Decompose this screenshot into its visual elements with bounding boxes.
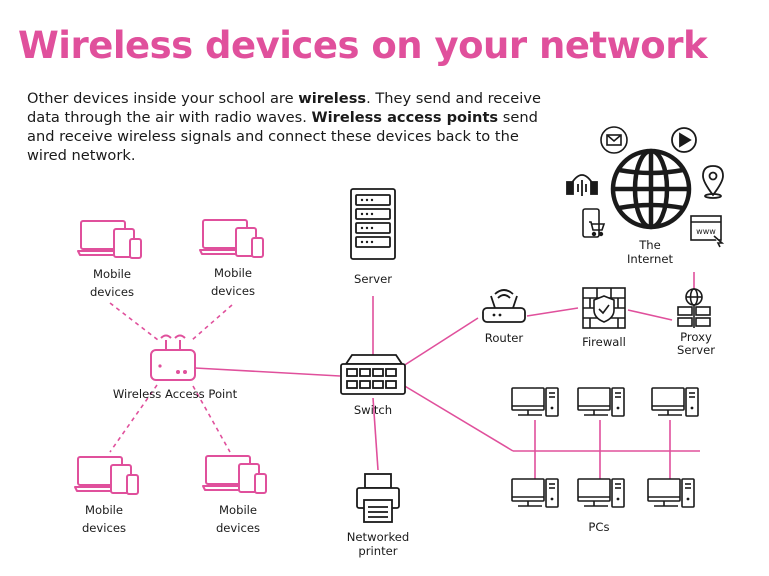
web-browser-icon: www [690,215,725,248]
line-router-firewall [526,307,579,317]
mobile-devices-top-left: Mobile devices [77,220,142,299]
pc-icon [577,387,625,417]
svg-text:Mobile: Mobile [85,503,123,517]
svg-text:Mobile: Mobile [93,267,131,281]
pc-icon [577,478,625,508]
server: Server [350,188,396,286]
podcast-icon [566,174,598,196]
line-switch-router [399,317,479,369]
printer-icon [356,473,400,523]
line-firewall-proxy [627,309,673,321]
mobile-devices-bottom-left: Mobile devices [74,456,139,535]
svg-text:Server: Server [354,272,392,286]
intro-paragraph: Other devices inside your school are wir… [27,89,547,165]
pcs: PCs [511,387,699,534]
svg-text:Mobile: Mobile [219,503,257,517]
switch: Switch [340,354,406,417]
pc-icon [511,478,559,508]
email-icon [600,126,628,154]
networked-printer: Networked printer [347,473,410,558]
intro-bold-wireless: wireless [298,90,367,107]
svg-text:printer: printer [358,544,397,558]
svg-text:Mobile: Mobile [214,266,252,280]
line-switch-printer [372,397,379,471]
svg-text:Firewall: Firewall [582,335,626,349]
svg-text:devices: devices [82,521,126,535]
svg-text:The: The [638,238,661,252]
mobile-devices-top-right: Mobile devices [199,219,264,298]
svg-text:Networked: Networked [347,530,410,544]
router-icon [482,289,526,323]
page-title: Wireless devices on your network [18,24,708,67]
globe-icon [610,148,692,230]
svg-text:PCs: PCs [588,520,609,534]
svg-text:Internet: Internet [627,252,673,266]
connection-lines [109,272,700,482]
svg-text:Switch: Switch [354,403,392,417]
laptop-tablet-phone-icon [77,220,142,259]
intro-text-1: Other devices inside your school are [27,90,299,107]
wireless-access-point: Wireless Access Point [113,334,238,401]
svg-text:Router: Router [485,331,524,345]
pc-icon [651,387,699,417]
play-icon [671,127,697,153]
switch-icon [340,354,406,395]
location-pin-icon [702,165,724,199]
svg-text:devices: devices [90,285,134,299]
proxy-server: Proxy Server [677,288,715,357]
line-switch-pcs [402,384,514,452]
proxy-server-icon [677,288,711,328]
pc-icon [647,478,695,508]
internet: www The Internet [566,126,725,266]
line-wap-switch [194,367,341,377]
intro-text-2: . They send and receive data through the… [27,90,541,126]
line-pc-drops [534,420,671,482]
shopping-cart-icon [582,208,606,238]
intro-text-3: send and receive wireless signals and co… [27,109,538,164]
svg-text:devices: devices [211,284,255,298]
laptop-tablet-phone-icon [74,456,139,495]
svg-text:Wireless Access Point: Wireless Access Point [113,387,238,401]
wireless-access-point-icon [150,334,196,381]
mobile-devices-bottom-right: Mobile devices [202,455,267,535]
svg-text:devices: devices [216,521,260,535]
firewall-icon [582,287,626,329]
laptop-tablet-phone-icon [202,455,267,494]
laptop-tablet-phone-icon [199,219,264,258]
firewall: Firewall [582,287,626,349]
svg-text:www: www [696,227,716,236]
svg-text:Server: Server [677,343,715,357]
intro-bold-wap: Wireless access points [311,109,499,126]
wireless-dashed-lines [109,302,233,453]
router: Router [482,289,526,345]
pc-icon [511,387,559,417]
server-icon [350,188,396,260]
svg-text:Proxy: Proxy [680,330,712,344]
